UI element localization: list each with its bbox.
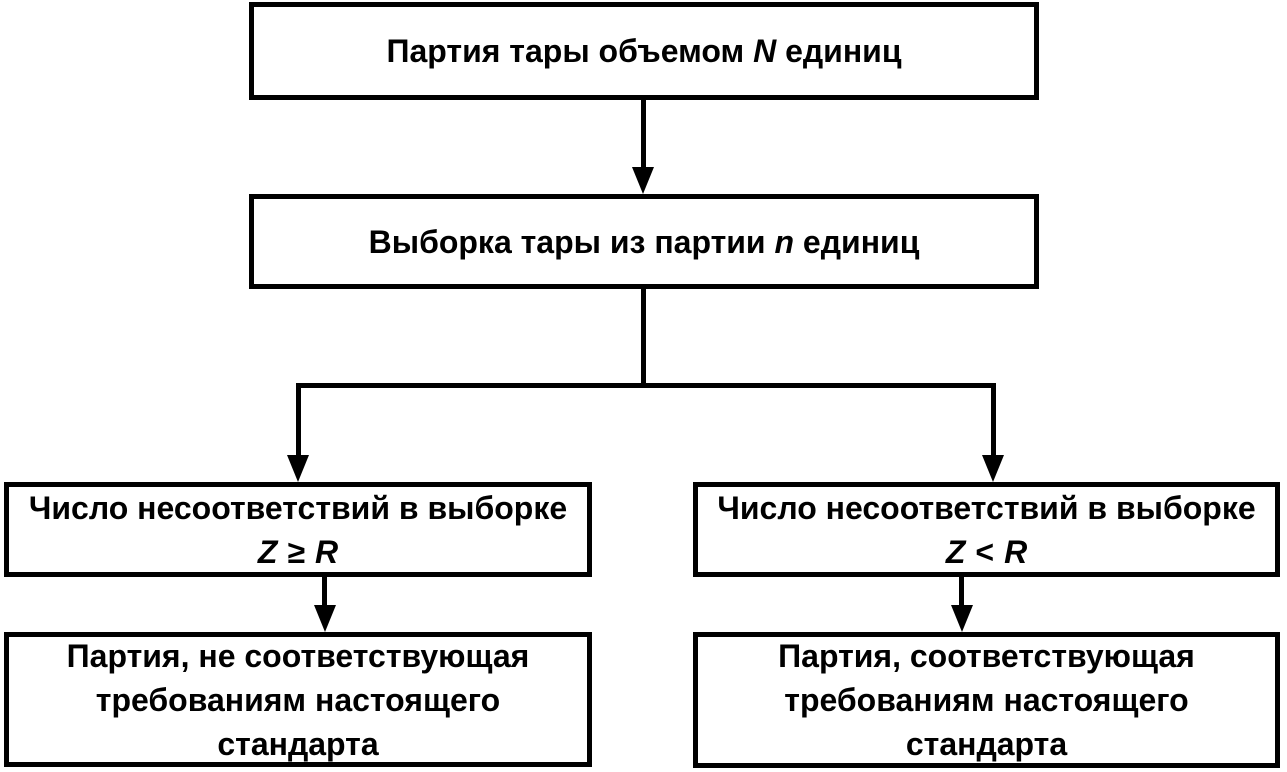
result-right-line: Партия, соответствующая (778, 638, 1195, 674)
arrowhead-down-icon (632, 167, 654, 194)
formula-operator: ≥ (287, 533, 305, 570)
formula-variable-z: Z (257, 533, 278, 570)
node-condition-conforming: Число несоответствий в выборке Z<R (693, 482, 1280, 577)
arrowhead-down-icon (951, 605, 973, 632)
node-sample-text-prefix: Выборка тары из партии (368, 223, 775, 260)
result-left-line: стандарта (217, 725, 379, 762)
connector-branch-left (296, 388, 301, 458)
node-batch-text-suffix: единиц (776, 33, 902, 69)
node-result-conforming: Партия, соответствующая требованиям наст… (693, 632, 1280, 768)
condition-left-text: Число несоответствий в выборке (28, 489, 568, 526)
result-left-line: требованиям настоящего (95, 681, 501, 718)
node-batch-variable: N (753, 33, 777, 69)
node-batch-text-prefix: Партия тары объемом (386, 33, 754, 69)
node-result-nonconforming: Партия, не соответствующая требованиям н… (4, 632, 592, 767)
node-sample-label: Выборка тары из партии n единиц (369, 220, 920, 264)
connector-left-condition-to-result (322, 577, 327, 607)
formula-variable-z: Z (945, 533, 966, 570)
condition-right-formula: Z<R (944, 530, 1029, 574)
connector-batch-to-sample (641, 100, 646, 170)
connector-right-condition-to-result (959, 577, 964, 607)
connector-branch-horizontal (296, 383, 996, 388)
formula-variable-r: R (315, 533, 339, 570)
node-sample-variable: n (774, 223, 795, 260)
node-condition-nonconforming: Число несоответствий в выборке Z≥ R (4, 482, 592, 577)
formula-variable-r: R (1004, 533, 1028, 570)
connector-sample-stem (641, 289, 646, 388)
node-batch-label: Партия тары объемом N единиц (386, 29, 901, 73)
connector-branch-right (991, 388, 996, 458)
result-right-line: стандарта (905, 726, 1068, 762)
arrowhead-down-icon (314, 605, 336, 632)
condition-left-formula: Z≥ R (256, 530, 340, 574)
node-batch: Партия тары объемом N единиц (249, 2, 1039, 100)
node-sample: Выборка тары из партии n единиц (249, 194, 1039, 289)
result-left-line: Партия, не соответствующая (66, 637, 530, 674)
formula-operator: < (975, 533, 995, 570)
condition-right-text: Число несоответствий в выборке (717, 489, 1256, 526)
arrowhead-down-icon (982, 455, 1004, 482)
result-right-line: требованиям настоящего (784, 682, 1189, 718)
arrowhead-down-icon (287, 455, 309, 482)
node-sample-text-suffix: единиц (794, 223, 920, 260)
